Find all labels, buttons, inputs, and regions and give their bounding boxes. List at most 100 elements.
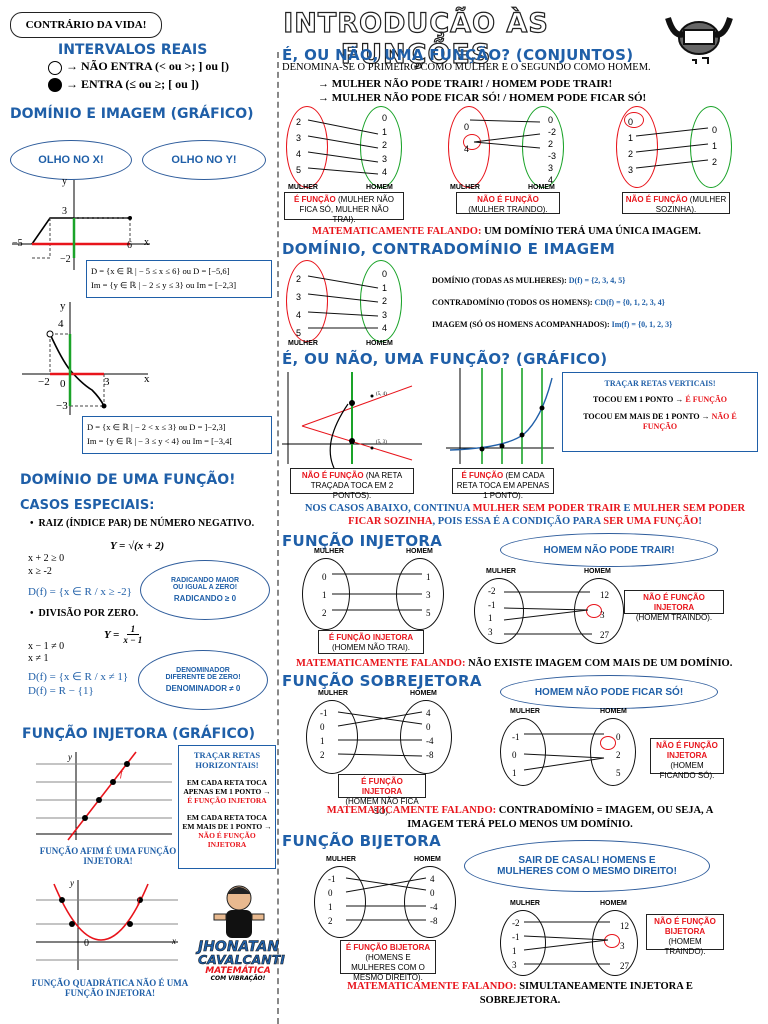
bubble-olho-x: OLHO NO X! <box>10 140 132 180</box>
bij-bubble: SAIR DE CASAL! HOMENS E MULHERES COM O M… <box>464 840 710 892</box>
g2-tm2: −2 <box>38 376 50 388</box>
div-domain-2: D(f) = R − {1} <box>28 685 94 697</box>
conj-heading: É, OU NÃO, UMA FUNÇÃO? (CONJUNTOS) <box>282 46 634 64</box>
conj-intro: DENOMINA-SE O PRIMEIRO COMO MULHER E O S… <box>282 62 651 73</box>
g1-x: x <box>144 237 149 248</box>
g2-box: D = {x ∈ ℝ | − 2 < x ≤ 3} ou D = ]−2,3] … <box>82 416 272 454</box>
inj-graf-cap2: FUNÇÃO QUADRÁTICA NÃO É UMA FUNÇÃO INJET… <box>31 978 189 998</box>
inj-caption-2: NÃO É FUNÇÃO INJETORA(HOMEM TRAINDO). <box>624 590 724 622</box>
dci-im: IMAGEM (SÓ OS HOMENS ACOMPANHADOS): Im(f… <box>432 320 673 329</box>
inj-heading: FUNÇÃO INJETORA <box>282 532 443 550</box>
casos-especiais: CASOS ESPECIAIS: <box>20 498 155 513</box>
tag-box: CONTRÁRIO DA VIDA! <box>10 12 162 38</box>
g2-tm3: −3 <box>56 400 68 412</box>
raiz-domain: D(f) = {x ∈ R / x ≥ -2} <box>28 586 132 598</box>
graf-is-function <box>446 368 554 464</box>
bij-caption-1: É FUNÇÃO BIJETORA(HOMENS E MULHERES COM … <box>340 940 436 982</box>
g1-y: y <box>62 176 67 187</box>
g2-y: y <box>60 300 66 312</box>
bubble-olho-y: OLHO NO Y! <box>142 140 266 180</box>
inj-graf-cap1: FUNÇÃO AFIM É UMA FUNÇÃO INJETORA! <box>39 846 177 866</box>
div-l1: x − 1 ≠ 0 <box>28 641 65 652</box>
column-divider <box>277 52 279 1024</box>
graf-caption-1: NÃO É FUNÇÃO (NA RETA TRAÇADA TOCA EM 2 … <box>290 468 414 500</box>
raiz-formula: Y = √(x + 2) <box>110 540 165 552</box>
inj-graf-f1: f <box>120 768 123 779</box>
sob-caption-1: É FUNÇÃO INJETORA(HOMEM NÃO FICA SÓ). <box>338 774 426 816</box>
open-circle-icon <box>48 61 62 75</box>
intervals-closed: → ENTRA (≤ ou ≥; [ ou ]) <box>66 77 199 91</box>
page-title: INTRODUÇÃO ÀS FUNÇÕES <box>283 7 549 70</box>
conj-caption-3: NÃO É FUNÇÃO (MULHER SOZINHA). <box>622 192 730 214</box>
inj-bubble: HOMEM NÃO PODE TRAIR! <box>500 533 718 567</box>
graf-not-function <box>282 372 422 469</box>
div-bullet: • DIVISÃO POR ZERO. <box>30 608 139 619</box>
bij-caption-2: NÃO É FUNÇÃO BIJETORA (HOMEM TRAINDO). <box>646 914 724 956</box>
conj-caption-2: NÃO É FUNÇÃO (MULHER TRAINDO). <box>456 192 560 214</box>
intervals-open: → NÃO ENTRA (< ou >; ] ou [) <box>66 59 230 73</box>
g2-t3: 3 <box>104 376 110 388</box>
graf-box: TRAÇAR RETAS VERTICAIS! TOCOU EM 1 PONTO… <box>562 372 758 452</box>
graf-heading: É, OU NÃO, UMA FUNÇÃO? (GRÁFICO) <box>282 350 608 368</box>
graf-casos: NOS CASOS ABAIXO, CONTINUA MULHER SEM PO… <box>304 503 746 528</box>
g1-t6: 6 <box>127 240 132 251</box>
raiz-l2: x ≥ -2 <box>28 566 52 577</box>
domimg-graph-1 <box>12 180 150 270</box>
sob-bubble: HOMEM NÃO PODE FICAR SÓ! <box>500 675 718 709</box>
inj-graf-y: y <box>68 752 72 762</box>
conj-rule-2: → MULHER NÃO PODE FICAR SÓ! / HOMEM PODE… <box>318 92 647 104</box>
g2-t4: 4 <box>58 318 64 330</box>
author-avatar <box>212 880 266 940</box>
graf-caption-2: É FUNÇÃO (EM CADA RETA TOCA EM APENAS 1 … <box>452 468 554 500</box>
intervals-heading: INTERVALOS REAIS <box>58 42 208 58</box>
inj-graf-y2: y <box>70 878 74 888</box>
sob-heading: FUNÇÃO SOBREJETORA <box>282 672 482 690</box>
inj-graf-parabola <box>36 880 178 970</box>
inj-mat: MATEMATICAMENTE FALANDO: NÃO EXISTE IMAG… <box>296 658 733 669</box>
g1-tm2: −2 <box>60 254 71 265</box>
div-bubble: DENOMINADOR DIFERENTE DE ZERO! DENOMINAD… <box>138 650 268 710</box>
inj-caption-1: É FUNÇÃO INJETORA(HOMEM NÃO TRAI). <box>318 630 424 654</box>
domimg-heading: DOMÍNIO E IMAGEM (GRÁFICO) <box>10 106 254 122</box>
dci-dom: DOMÍNIO (TODAS AS MULHERES): D(f) = {2, … <box>432 276 626 285</box>
raiz-bubble: RADICANDO MAIOR OU IGUAL A ZERO! RADICAN… <box>140 560 270 620</box>
inj-graf-zero: 0 <box>84 938 89 949</box>
dci-heading: DOMÍNIO, CONTRADOMÍNIO E IMAGEM <box>282 240 616 258</box>
g1-t3: 3 <box>62 206 67 217</box>
graf-p1: (5, 4) <box>376 392 387 397</box>
dci-cd: CONTRADOMÍNIO (TODOS OS HOMENS): CD(f) =… <box>432 298 665 307</box>
author-block: JHONATAN CAVALCANTI MATEMÁTICA COM VIBRA… <box>198 939 285 982</box>
conj-caption-1: É FUNÇÃO (MULHER NÃO FICA SÓ, MULHER NÃO… <box>284 192 404 224</box>
bij-mat: MATEMATICAMENTE FALANDO: SIMULTANEAMENTE… <box>347 981 693 1006</box>
inj-graf-heading: FUNÇÃO INJETORA (GRÁFICO) <box>22 726 256 742</box>
sob-caption-2: NÃO É FUNÇÃO INJETORA (HOMEM FICANDO SÓ)… <box>650 738 724 780</box>
div-domain-1: D(f) = {x ∈ R / x ≠ 1} <box>28 671 129 683</box>
div-formula: Y = 1 x − 1 <box>104 624 143 645</box>
closed-circle-icon <box>48 78 62 92</box>
domimg-graph-2 <box>22 302 148 415</box>
graf-p2: (5, 3) <box>376 440 387 445</box>
g2-x: x <box>144 373 150 385</box>
bij-heading: FUNÇÃO BIJETORA <box>282 832 442 850</box>
g2-o: 0 <box>60 378 66 390</box>
conj-rule-1: → MULHER NÃO PODE TRAIR! / HOMEM PODE TR… <box>318 78 613 90</box>
div-l2: x ≠ 1 <box>28 653 49 664</box>
dominio-func-heading: DOMÍNIO DE UMA FUNÇÃO! <box>20 472 236 488</box>
